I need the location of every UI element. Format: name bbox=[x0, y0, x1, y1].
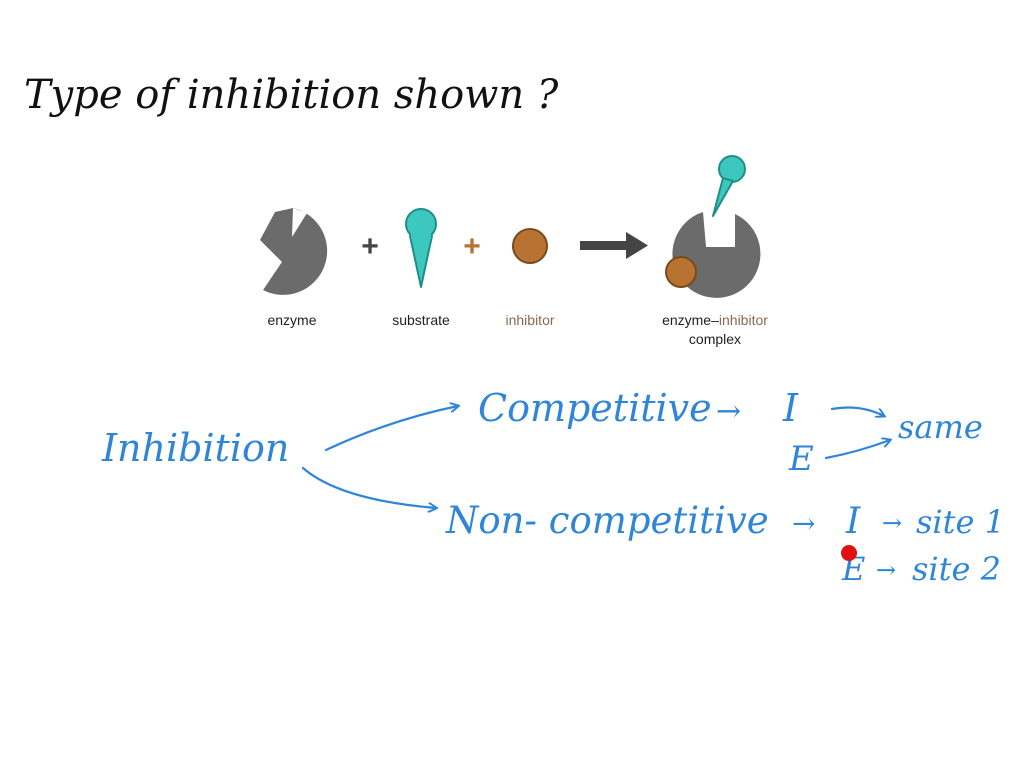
pointer-dot-icon bbox=[841, 545, 857, 561]
enzyme-inhibitor-complex-shape-icon bbox=[665, 155, 761, 298]
competitive-e: E bbox=[788, 439, 814, 479]
competitive-arrow: → bbox=[716, 394, 741, 429]
arrow-e-to-same bbox=[824, 440, 890, 460]
inhibitor-label: inhibitor bbox=[505, 312, 554, 328]
complex-label-part1: enzyme bbox=[662, 312, 711, 328]
substrate-shape-icon bbox=[405, 208, 437, 288]
complex-label-line1: enzyme–inhibitor bbox=[662, 312, 768, 328]
arrow-i-to-same bbox=[830, 406, 884, 416]
plus-sign-1: + bbox=[361, 230, 379, 263]
complex-label-part2: inhibitor bbox=[719, 312, 768, 328]
enzyme-label: enzyme bbox=[267, 312, 316, 328]
inhibitor-shape-icon bbox=[512, 228, 548, 264]
noncompetitive-site1: site 1 bbox=[916, 503, 1005, 541]
noncompetitive-i: I bbox=[845, 501, 861, 542]
noncompetitive-e-arrow: → bbox=[876, 556, 896, 584]
noncompetitive-arrow: → bbox=[792, 507, 815, 540]
plus-sign-2: + bbox=[463, 230, 481, 263]
reaction-arrow-icon bbox=[580, 232, 648, 259]
competitive-i: I bbox=[782, 386, 799, 430]
complex-label-line2: complex bbox=[689, 331, 741, 347]
complex-label-dash: – bbox=[711, 312, 719, 328]
competitive-same: same bbox=[898, 408, 983, 446]
branch-arrow-competitive bbox=[324, 406, 458, 452]
noncompetitive-site2: site 2 bbox=[912, 550, 1001, 588]
noncompetitive-label: Non- competitive bbox=[445, 499, 769, 542]
question-title: Type of inhibition shown ? bbox=[24, 72, 559, 118]
noncompetitive-i-arrow: → bbox=[882, 509, 902, 537]
notes-tree: Inhibition Competitive → I E same Non- c… bbox=[101, 386, 1005, 588]
reaction-figure: enzyme + substrate + inhibitor bbox=[260, 155, 768, 347]
competitive-label: Competitive bbox=[478, 386, 712, 430]
substrate-label: substrate bbox=[392, 312, 450, 328]
branch-arrow-noncompetitive bbox=[301, 466, 436, 508]
enzyme-shape-icon bbox=[260, 208, 328, 295]
root-inhibition: Inhibition bbox=[101, 426, 289, 470]
